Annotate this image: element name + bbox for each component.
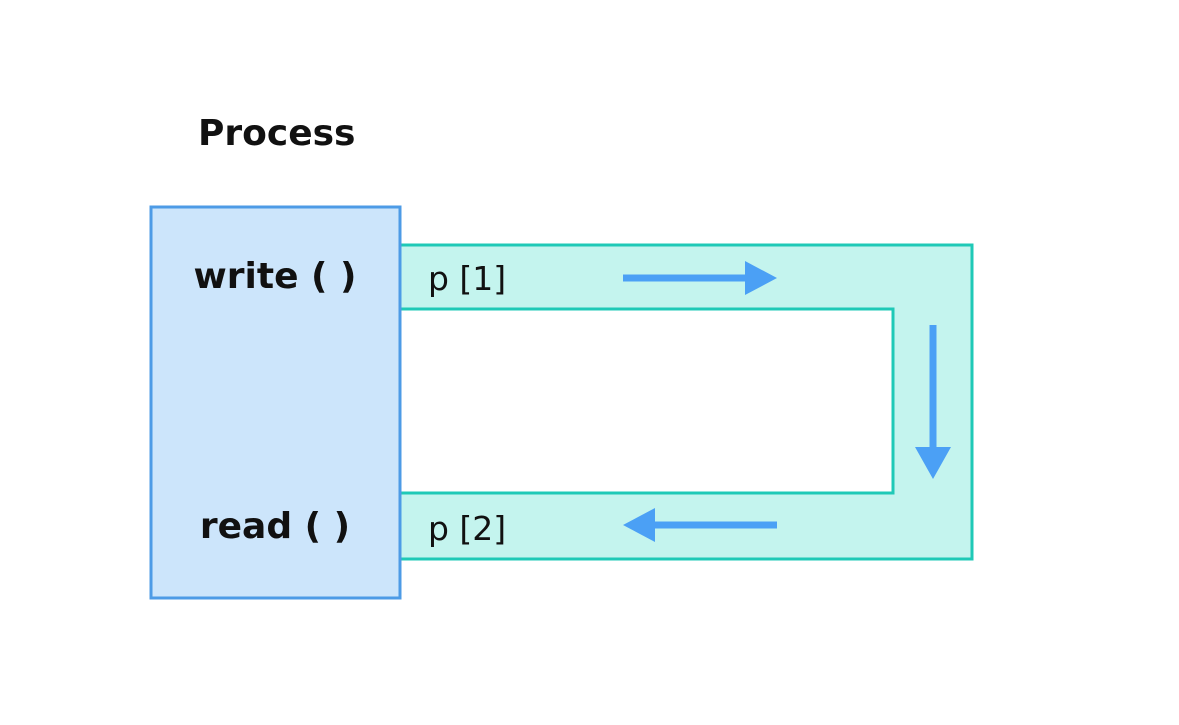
diagram-title: Process <box>198 113 355 154</box>
pipe-write-end-label: p [1] <box>428 259 506 298</box>
process-box <box>149 205 402 600</box>
pipe-read-end-label: p [2] <box>428 509 506 548</box>
arrow-left-icon <box>623 508 777 542</box>
read-call-label: read ( ) <box>200 506 350 547</box>
write-call-label: write ( ) <box>194 256 357 297</box>
arrow-down-icon <box>915 325 951 479</box>
arrow-right-icon <box>623 261 777 295</box>
